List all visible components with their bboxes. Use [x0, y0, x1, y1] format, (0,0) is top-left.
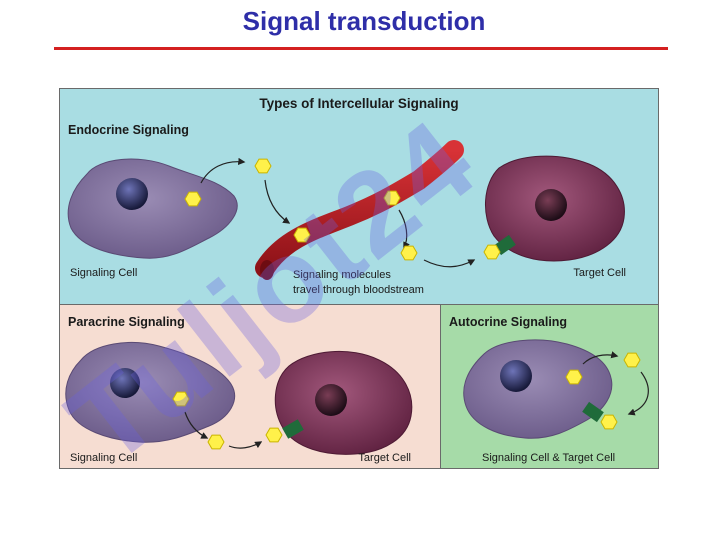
endocrine-target-nucleus	[535, 189, 567, 221]
autocrine-nucleus	[500, 360, 532, 392]
autocrine-heading: Autocrine Signaling	[449, 315, 567, 329]
endocrine-arrow-target	[423, 259, 476, 268]
autocrine-arrow-release	[582, 351, 619, 365]
endocrine-receptor	[494, 234, 516, 256]
paracrine-arrow-release	[184, 411, 209, 439]
blood-vessel-opening	[260, 260, 274, 280]
autocrine-molecule-2	[623, 352, 641, 368]
paracrine-signaling-cell-label: Signaling Cell	[70, 452, 137, 464]
endocrine-signaling-cell	[67, 158, 238, 259]
paracrine-target-nucleus	[315, 384, 347, 416]
signaling-diagram: Types of Intercellular Signaling Endocri…	[59, 88, 659, 469]
endocrine-molecules-label-1: Signaling molecules	[293, 269, 391, 281]
paracrine-target-cell-label: Target Cell	[358, 452, 411, 464]
endocrine-heading: Endocrine Signaling	[68, 123, 189, 137]
figure-title: Types of Intercellular Signaling	[259, 96, 458, 111]
endocrine-molecules-label-2: travel through bloodstream	[293, 284, 424, 296]
endocrine-arrow-release	[200, 157, 246, 184]
endocrine-arrow-enter	[264, 179, 291, 224]
endocrine-molecule-2	[254, 158, 272, 174]
autocrine-molecule-1	[565, 369, 583, 385]
title-divider	[54, 47, 668, 50]
endocrine-molecule-1	[184, 191, 202, 207]
slide-title: Signal transduction	[242, 6, 486, 36]
paracrine-molecule-1	[172, 391, 190, 407]
autocrine-arrow-return	[627, 371, 649, 416]
endocrine-arrow-travel	[398, 209, 410, 250]
autocrine-cell	[463, 339, 613, 439]
autocrine-cell-label: Signaling Cell & Target Cell	[482, 452, 615, 464]
vessel-molecule-2	[383, 190, 401, 206]
paracrine-signaling-nucleus	[110, 368, 140, 398]
autocrine-bound-molecule	[600, 414, 618, 430]
endocrine-target-cell-label: Target Cell	[573, 267, 626, 279]
paracrine-bound-molecule	[265, 427, 283, 443]
paracrine-signaling-cell	[65, 341, 236, 443]
vessel-molecule-1	[293, 227, 311, 243]
paracrine-heading: Paracrine Signaling	[68, 315, 185, 329]
endocrine-molecule-3	[400, 245, 418, 261]
endocrine-signaling-cell-label: Signaling Cell	[70, 267, 137, 279]
paracrine-arrow-target	[228, 441, 263, 449]
endocrine-bound-molecule	[483, 244, 501, 260]
paracrine-receptor	[282, 419, 304, 439]
autocrine-receptor	[582, 401, 604, 423]
endocrine-signaling-nucleus	[116, 178, 148, 210]
paracrine-molecule-2	[207, 434, 225, 450]
